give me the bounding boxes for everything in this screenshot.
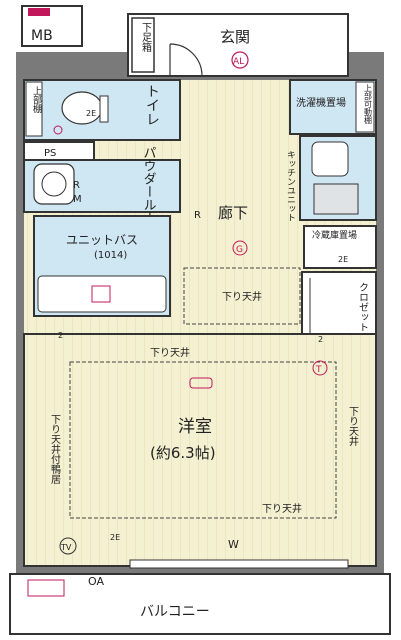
main-room [23,333,377,567]
balcony [9,573,391,635]
toilet-tank [99,95,109,123]
tv-symbol [59,537,77,555]
symbol-2e-a: 2E [110,533,120,542]
toilet-light [53,125,63,135]
ps-box [23,141,95,161]
oa-box [27,579,65,597]
toilet-room [23,79,181,141]
symbol-r2: R [194,210,201,221]
al-symbol [231,51,249,69]
ps-label: PS [44,148,56,159]
geta-bako-box [131,17,155,73]
genkan-label: 玄関 [220,28,250,46]
genkan-area [127,13,349,77]
symbol-2e-c: 2E [86,109,96,118]
bathtub [37,275,167,313]
symbol-t: T [315,365,322,375]
mb-marker [28,8,50,16]
mb-label: MB [31,28,53,44]
fridge-label-top: 冷蔵庫置場 [312,229,357,241]
kitchen-stove [313,183,359,215]
g-symbol [232,240,248,256]
washer-label: 洗濯機置場 [296,96,346,109]
unit-bath-label: ユニットバス [66,233,138,247]
sagari-label-4: 下り天井 [262,502,302,515]
window [129,559,349,569]
unit-bath-size: (1014) [94,250,127,261]
washbasin [33,163,75,205]
symbol-2-a: 2 [58,331,63,340]
window-label: W [228,538,239,551]
toilet-bowl [61,91,103,125]
closet-label: クロゼット [357,282,369,332]
kitchen-label: キッチンユニット [285,150,296,222]
toilet-label: トイレ [144,84,160,126]
symbol-r1: R [73,180,80,191]
entrance-door [169,43,203,77]
washer-shelf-label: 上部可動棚 [364,84,373,125]
symbol-tv: TV [60,543,72,552]
washbasin-bowl [41,171,67,197]
sagari-label-3: 下り天井 [347,406,359,447]
lowered-ceiling-1 [183,267,301,325]
al-label: AL [233,57,244,67]
corridor-label: 廊下 [218,204,248,222]
powder-label: パウダールーム [141,146,157,237]
balcony-label: バルコニー [140,604,210,620]
washer-shelf-box [355,81,375,133]
ceiling-light [189,377,213,389]
t-symbol [312,360,328,376]
lowered-ceiling-main [69,361,337,519]
sagari-label-1: 下り天井 [222,290,262,303]
symbol-2e-b: 2E [338,255,348,264]
geta-bako-label: 下足箱 [140,22,152,53]
main-room-size: (約6.3帖) [150,444,216,462]
symbol-2-b: 2 [318,335,323,344]
symbol-g: G [236,245,243,255]
sagari-label-2: 下り天井 [150,346,190,359]
toilet-shelf-box [25,81,43,137]
kitchen-sink [311,141,349,177]
main-room-label: 洋室 [178,417,212,437]
fridge-area [303,225,377,269]
oa-label: OA [88,575,104,588]
bath-drain [91,285,111,303]
toilet-shelf-label: 上部棚 [31,86,42,114]
symbol-m1: M [73,194,82,205]
sagari-kamoi-label: 下り天井付鴨居 [49,414,61,485]
